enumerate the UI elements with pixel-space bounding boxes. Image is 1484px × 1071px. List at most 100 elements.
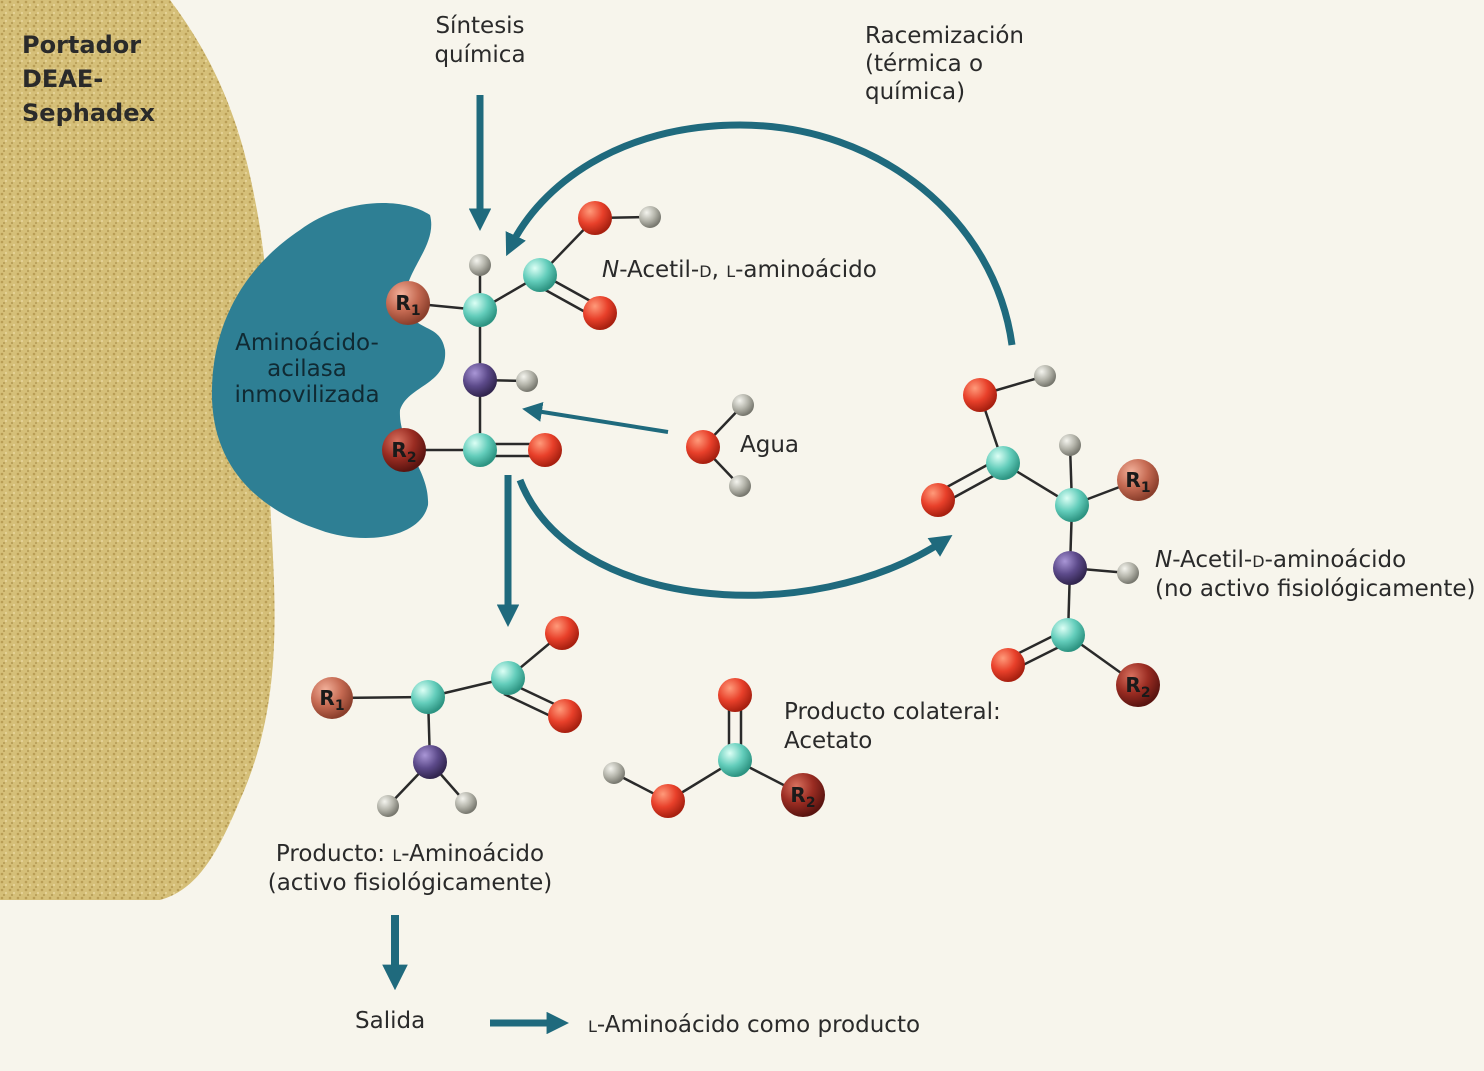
l-letter: l [392, 841, 402, 867]
atom-hydrogen [1059, 434, 1081, 456]
substrate-tail: -aminoácido [735, 257, 877, 283]
atom-oxygen [921, 483, 955, 517]
carrier-bead [0, 0, 275, 900]
molecule-substrate [382, 201, 661, 472]
enzyme-line: acilasa [267, 356, 347, 382]
byproduct-label: Producto colateral: Acetato [784, 698, 1001, 756]
enzyme-line: Aminoácido- [235, 330, 379, 356]
atom-carbon [491, 661, 525, 695]
atom-carbon [463, 433, 497, 467]
molecule-d-form [921, 365, 1160, 707]
atom-carbon [411, 680, 445, 714]
synthesis-label: Síntesis química [410, 12, 550, 70]
molecule-water [686, 394, 754, 497]
product-line: Producto: l-Aminoácido [245, 840, 575, 869]
r2-label-acetate: R2 [790, 783, 815, 811]
racemization-line: Racemización [865, 23, 1025, 49]
l-letter: l [726, 257, 736, 283]
bonds-d-form [935, 374, 1139, 685]
atom-r2 [1116, 663, 1160, 707]
atom-nitrogen [1053, 551, 1087, 585]
molecule-acetate [603, 678, 825, 818]
arrow-racemization [505, 121, 1016, 346]
l-letter: l [588, 1012, 597, 1038]
byproduct-line: Acetato [784, 728, 873, 754]
carrier-line: DEAE- [22, 65, 104, 93]
n-prefix: N [602, 257, 620, 283]
r1-label-d-form: R1 [1125, 468, 1150, 496]
atom-nitrogen [413, 745, 447, 779]
atom-nitrogen [463, 363, 497, 397]
product-pre: Producto: [275, 841, 393, 867]
enzyme-line: inmovilizada [234, 382, 380, 408]
d-letter: d [699, 257, 712, 283]
atom-hydrogen [377, 795, 399, 817]
final-tail: -Aminoácido como producto [596, 1012, 921, 1038]
atom-hydrogen [455, 792, 477, 814]
racemization-label: Racemización (térmica o química) [865, 22, 1024, 106]
substrate-label: N-Acetil-d, l-aminoácido [602, 256, 877, 284]
bonds-substrate [404, 215, 651, 458]
d-letter: d [1252, 547, 1265, 573]
racemization-line: (térmica o [865, 51, 984, 77]
atom-carbon [463, 293, 497, 327]
atom-oxygen [578, 201, 612, 235]
atom-hydrogen [603, 762, 625, 784]
substrate-text: -Acetil- [619, 257, 700, 283]
atom-r2 [781, 773, 825, 817]
atom-carbon [1051, 618, 1085, 652]
atom-hydrogen [469, 254, 491, 276]
enzyme-label: Aminoácido- acilasa inmovilizada [222, 330, 392, 408]
product-label: Producto: l-Aminoácido (activo fisiológi… [245, 840, 575, 898]
racemization-line: química) [865, 79, 966, 105]
atom-hydrogen [732, 394, 754, 416]
atom-hydrogen [639, 206, 661, 228]
carrier-line: Sephadex [22, 99, 155, 127]
bonds-acetate [613, 695, 804, 803]
atom-hydrogen [1034, 365, 1056, 387]
atom-r2 [382, 428, 426, 472]
final-product-label: l-Aminoácido como producto [588, 1011, 920, 1039]
molecule-product [311, 616, 582, 817]
d-form-label: N-Acetil-d-aminoácido (no activo fisioló… [1155, 546, 1475, 604]
water-label: Agua [740, 432, 800, 458]
atom-oxygen [583, 296, 617, 330]
r2-label-d-form: R2 [1125, 673, 1150, 701]
atom-oxygen [963, 378, 997, 412]
bonds-product [331, 632, 568, 807]
atom-oxygen [718, 678, 752, 712]
d-form-tail: -aminoácido [1264, 547, 1407, 573]
atom-oxygen [651, 784, 685, 818]
atom-hydrogen [1117, 562, 1139, 584]
synthesis-line: química [434, 42, 526, 68]
atom-carbon [986, 446, 1020, 480]
atom-oxygen [991, 648, 1025, 682]
r2-label-substrate: R2 [391, 438, 416, 466]
product-line: (activo fisiológicamente) [267, 870, 553, 896]
d-form-text: -Acetil- [1172, 547, 1253, 573]
atom-oxygen [548, 699, 582, 733]
d-form-line: (no activo fisiológicamente) [1155, 576, 1476, 602]
substrate-comma: , [711, 257, 727, 283]
atom-oxygen [686, 430, 720, 464]
atom-carbon [718, 743, 752, 777]
atom-carbon [1055, 488, 1089, 522]
atom-hydrogen [729, 475, 751, 497]
d-form-line: N-Acetil-d-aminoácido [1155, 546, 1475, 575]
r1-label-product: R1 [319, 686, 344, 714]
atom-oxygen [545, 616, 579, 650]
arrow-to-d-form [516, 478, 953, 599]
atom-carbon [523, 258, 557, 292]
atom-hydrogen [516, 370, 538, 392]
product-tail: -Aminoácido [401, 841, 545, 867]
atom-oxygen [528, 433, 562, 467]
atom-r1 [386, 281, 430, 325]
arrow-water [522, 402, 669, 434]
byproduct-line: Producto colateral: [784, 699, 1001, 725]
exit-label: Salida [355, 1008, 426, 1034]
r1-label-substrate: R1 [395, 291, 420, 319]
atom-r1 [311, 677, 353, 719]
atom-r1 [1117, 459, 1159, 501]
carrier-line: Portador [22, 31, 142, 59]
